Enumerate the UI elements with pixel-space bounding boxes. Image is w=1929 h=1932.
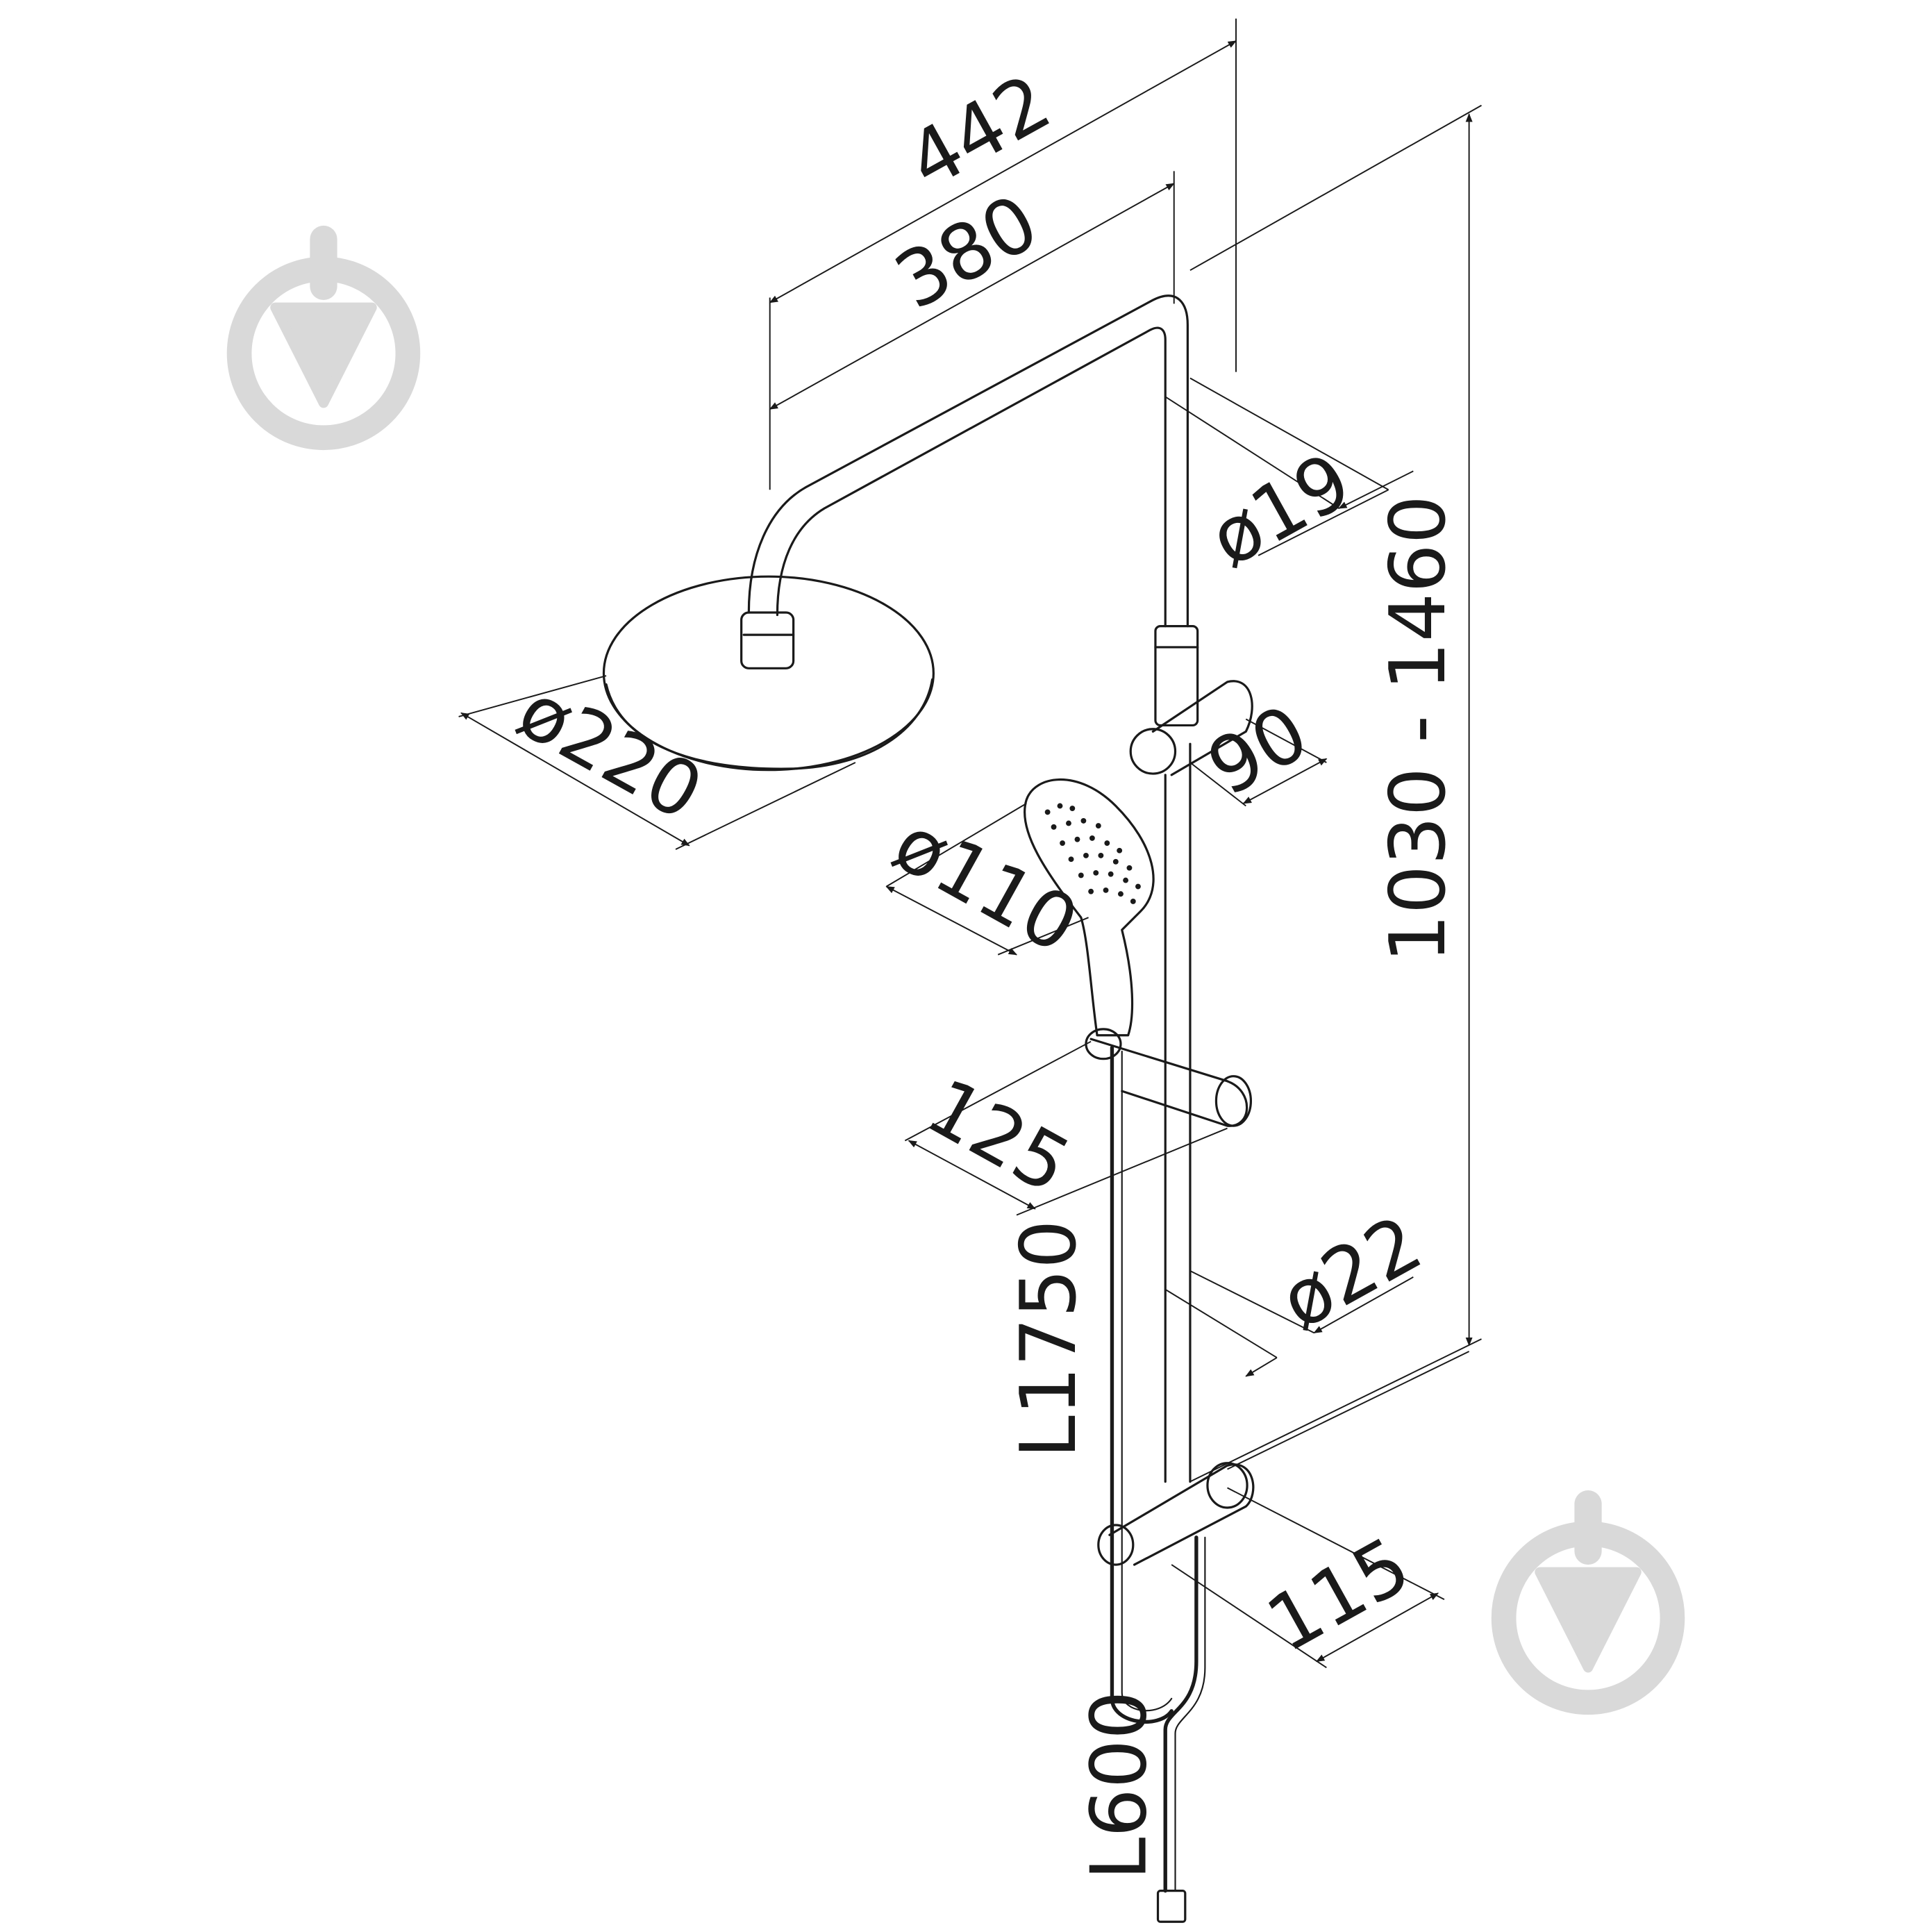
watermark-logo-icon bbox=[1491, 1490, 1685, 1715]
head-connector bbox=[740, 611, 795, 669]
dim-label-d220: ø220 bbox=[503, 666, 717, 838]
shower-assembly bbox=[602, 294, 1255, 1923]
hose-nut bbox=[1156, 1890, 1187, 1923]
bottom-bracket bbox=[1108, 1463, 1255, 1566]
dim-label-d22: ø22 bbox=[1266, 1199, 1436, 1347]
hand-shower-spray-holes bbox=[1044, 803, 1141, 904]
dim-label-90: 90 bbox=[1194, 688, 1323, 814]
hand-shower bbox=[1023, 778, 1155, 1037]
dim-label-115: 115 bbox=[1253, 1520, 1424, 1669]
dim-label-d19: ø19 bbox=[1195, 436, 1365, 585]
slider bbox=[1089, 1038, 1249, 1127]
dim-label-l1750: L1750 bbox=[1004, 1219, 1094, 1458]
pipe-sleeve bbox=[1154, 624, 1199, 727]
dim-label-height: 1030 - 1460 bbox=[1373, 495, 1463, 963]
shower-arm bbox=[747, 294, 1189, 628]
dim-label-380: 380 bbox=[881, 178, 1053, 327]
watermark-logo-icon bbox=[226, 225, 421, 451]
dim-label-l600: L600 bbox=[1075, 1690, 1164, 1880]
hose-hand-shower bbox=[1110, 1045, 1174, 1724]
hose-supply bbox=[1163, 1535, 1199, 1893]
overhead-shower-head bbox=[602, 575, 935, 772]
dim-label-d110: ø110 bbox=[879, 799, 1092, 971]
dimension-lines bbox=[458, 18, 1482, 1669]
top-holder bbox=[1151, 680, 1253, 776]
